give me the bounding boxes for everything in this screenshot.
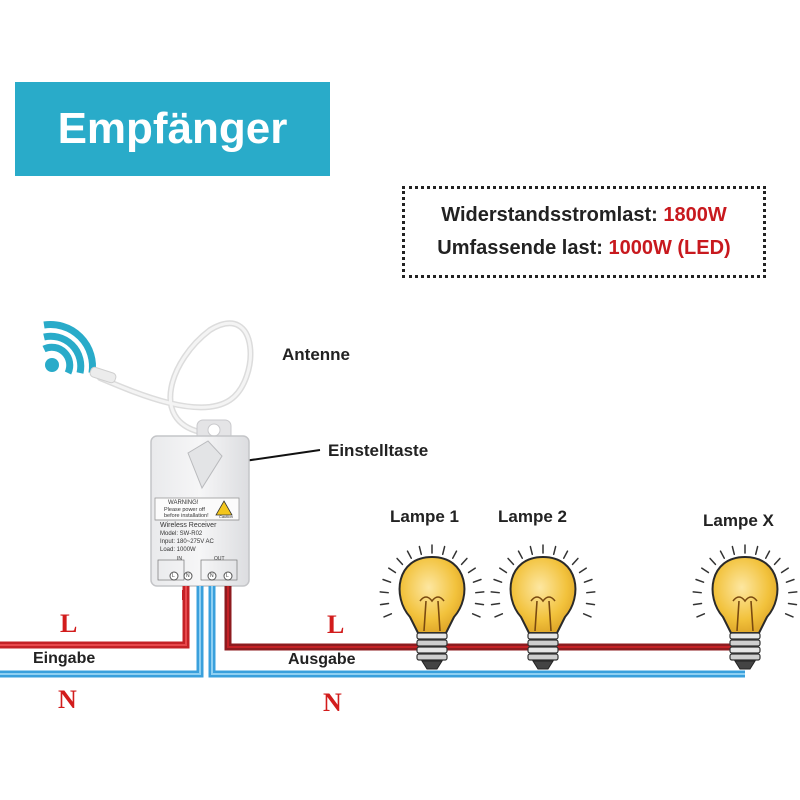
neutral-wire-input <box>0 586 204 678</box>
lamp-2-label: Lampe 2 <box>498 507 567 526</box>
neutral-left-label: N <box>58 685 77 714</box>
antenna-cable <box>89 320 254 435</box>
device-load: Load: 1000W <box>160 547 196 553</box>
device-model: Model: SW-R02 <box>160 531 203 537</box>
title-text: Empfänger <box>57 104 288 153</box>
input-label: Eingabe <box>33 650 96 667</box>
device-name: Wireless Receiver <box>160 522 217 529</box>
live-left-label: L <box>60 609 78 638</box>
neutral-wire-output <box>208 586 745 678</box>
terminal-4-label: L <box>226 573 229 579</box>
receiver-device <box>150 419 250 587</box>
comprehensive-load-line: Umfassende last: 1000W (LED) <box>437 232 730 265</box>
resistive-load-label: Widerstandsstromlast: <box>441 204 658 226</box>
load-spec-box: Widerstandsstromlast: 1800W Umfassende l… <box>402 186 766 278</box>
device-warning-line1: Please power off <box>164 507 205 513</box>
device-warning-title: WARNING! <box>168 500 199 506</box>
lamp-2-bulb-icon <box>490 544 596 670</box>
device-out-label: OUT <box>214 556 225 562</box>
setting-button-label: Einstelltaste <box>328 441 429 460</box>
lamp-1-label: Lampe 1 <box>390 507 459 526</box>
lamp-1-bulb-icon <box>379 544 485 670</box>
device-in-label: IN <box>177 556 182 562</box>
lamp-x-label: Lampe X <box>703 511 774 530</box>
resistive-load-value: 1800W <box>663 204 727 226</box>
live-right-label: L <box>327 610 345 639</box>
lamp-x-bulb-icon <box>692 544 798 670</box>
terminal-2-label: N <box>186 573 190 579</box>
live-wire-input <box>0 586 190 649</box>
live-wire-output <box>224 586 745 651</box>
device-input: Input: 180~275V AC <box>160 539 214 545</box>
neutral-right-label: N <box>323 688 342 717</box>
wireless-signal-icon <box>42 321 96 375</box>
resistive-load-line: Widerstandsstromlast: 1800W <box>441 199 726 232</box>
device-caution: Caution <box>219 514 233 519</box>
comprehensive-load-value: 1000W (LED) <box>608 237 731 259</box>
antenna-label: Antenne <box>282 345 350 364</box>
title-banner: Empfänger <box>15 82 330 176</box>
terminal-3-label: N <box>210 573 214 579</box>
output-label: Ausgabe <box>288 651 356 668</box>
device-warning-line2: before installation! <box>164 513 209 519</box>
comprehensive-load-label: Umfassende last: <box>437 237 603 259</box>
terminal-1-label: L <box>172 573 175 579</box>
